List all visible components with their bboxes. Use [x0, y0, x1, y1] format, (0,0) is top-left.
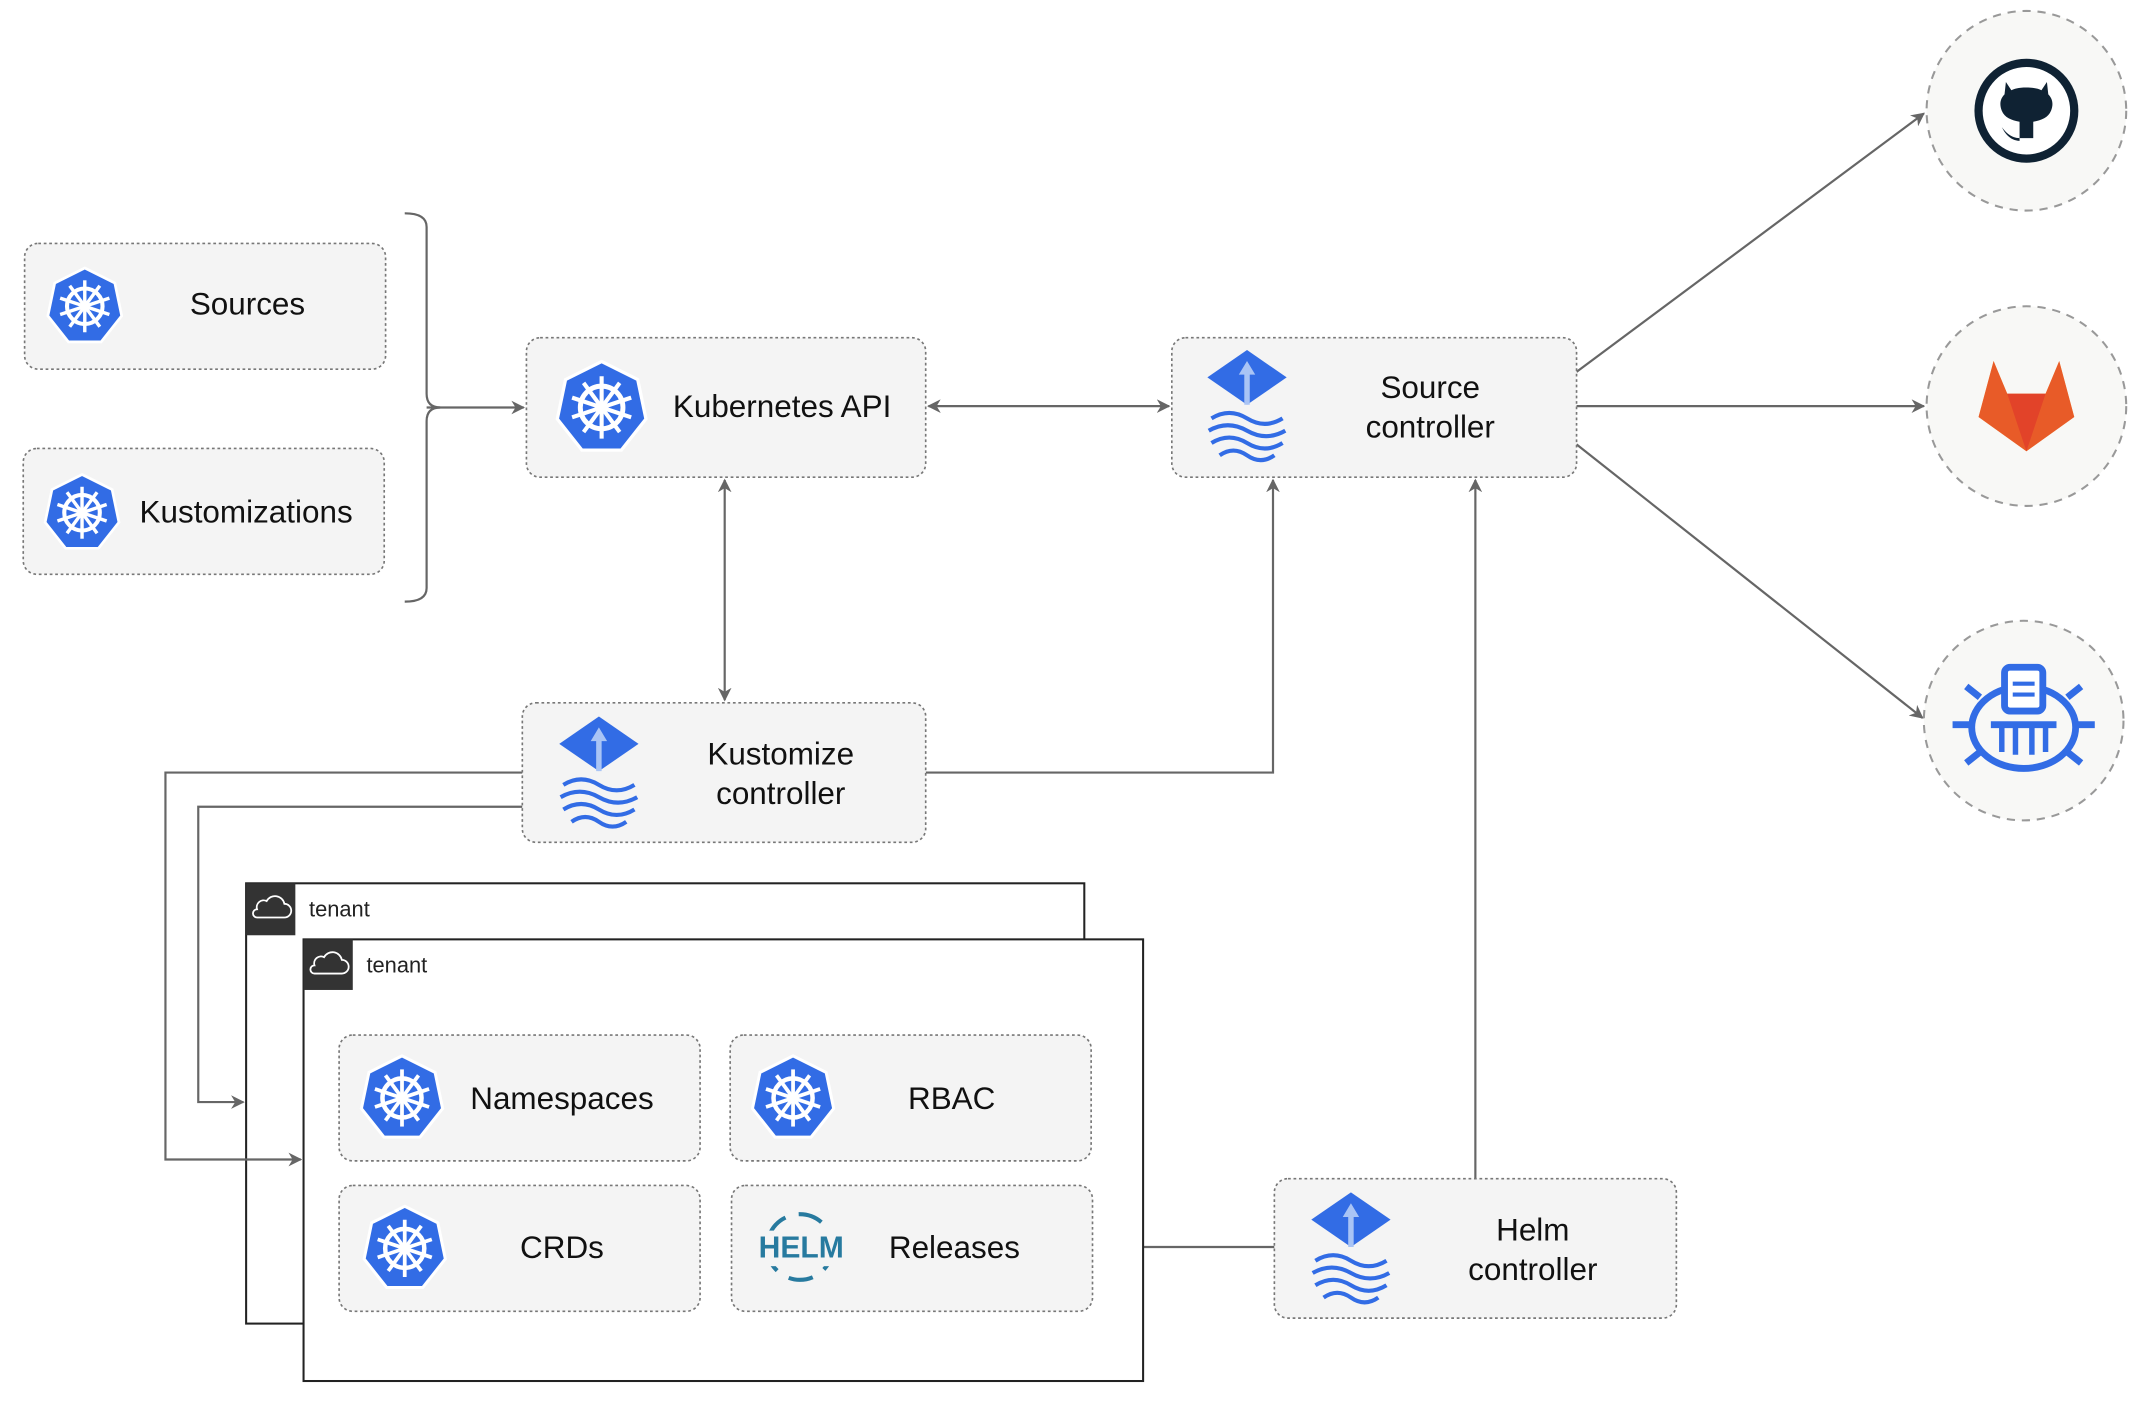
node-kustomizations[interactable]: Kustomizations — [22, 447, 386, 576]
bucket-source[interactable] — [1922, 619, 2125, 822]
node-label: RBAC — [908, 1081, 995, 1116]
bucket-icon — [1952, 663, 2095, 772]
node-label: CRDs — [520, 1230, 604, 1265]
gitlab-icon — [1978, 360, 2075, 452]
node-label: Kustomize — [707, 736, 854, 771]
edge-kustomize-to-tenant-back — [197, 805, 523, 1109]
node-sources[interactable]: Sources — [23, 242, 387, 371]
node-label: Helm — [1496, 1212, 1569, 1247]
node-label: controller — [716, 776, 845, 811]
node-namespaces[interactable]: Namespaces — [338, 1034, 701, 1162]
node-label: Namespaces — [470, 1081, 653, 1116]
edge-to-bucket — [1575, 443, 1924, 719]
node-helm-controller[interactable]: Helm controller — [1273, 1177, 1678, 1319]
cloud-icon — [309, 951, 350, 975]
svg-text:HELM: HELM — [759, 1232, 844, 1265]
github-source[interactable] — [1925, 9, 2128, 212]
tenant-label: tenant — [309, 896, 370, 921]
tenant-label: tenant — [366, 952, 427, 977]
node-label: Sources — [190, 287, 305, 322]
node-rbac[interactable]: RBAC — [729, 1034, 1092, 1162]
node-label: controller — [1366, 410, 1495, 445]
node-label: controller — [1468, 1252, 1597, 1287]
edge-kustomize-to-tenant-front — [164, 771, 523, 1167]
node-label: Kubernetes API — [673, 389, 891, 424]
helm-icon: HELM — [752, 1212, 851, 1282]
node-crds[interactable]: CRDs — [338, 1184, 701, 1313]
github-icon — [1974, 58, 2079, 163]
node-kubernetes-api[interactable]: Kubernetes API — [525, 336, 927, 479]
node-source-controller[interactable]: Source controller — [1170, 336, 1578, 479]
edge-to-github — [1575, 112, 1925, 373]
node-label: Source — [1380, 370, 1480, 405]
node-kustomize-controller[interactable]: Kustomize controller — [521, 701, 927, 844]
node-label: Releases — [889, 1230, 1020, 1265]
cloud-icon — [252, 895, 293, 919]
gitlab-source[interactable] — [1925, 305, 2128, 507]
node-releases[interactable]: HELM Releases — [730, 1184, 1094, 1313]
edge-kustomize-to-source — [925, 478, 1280, 774]
node-label: Kustomizations — [140, 494, 353, 529]
